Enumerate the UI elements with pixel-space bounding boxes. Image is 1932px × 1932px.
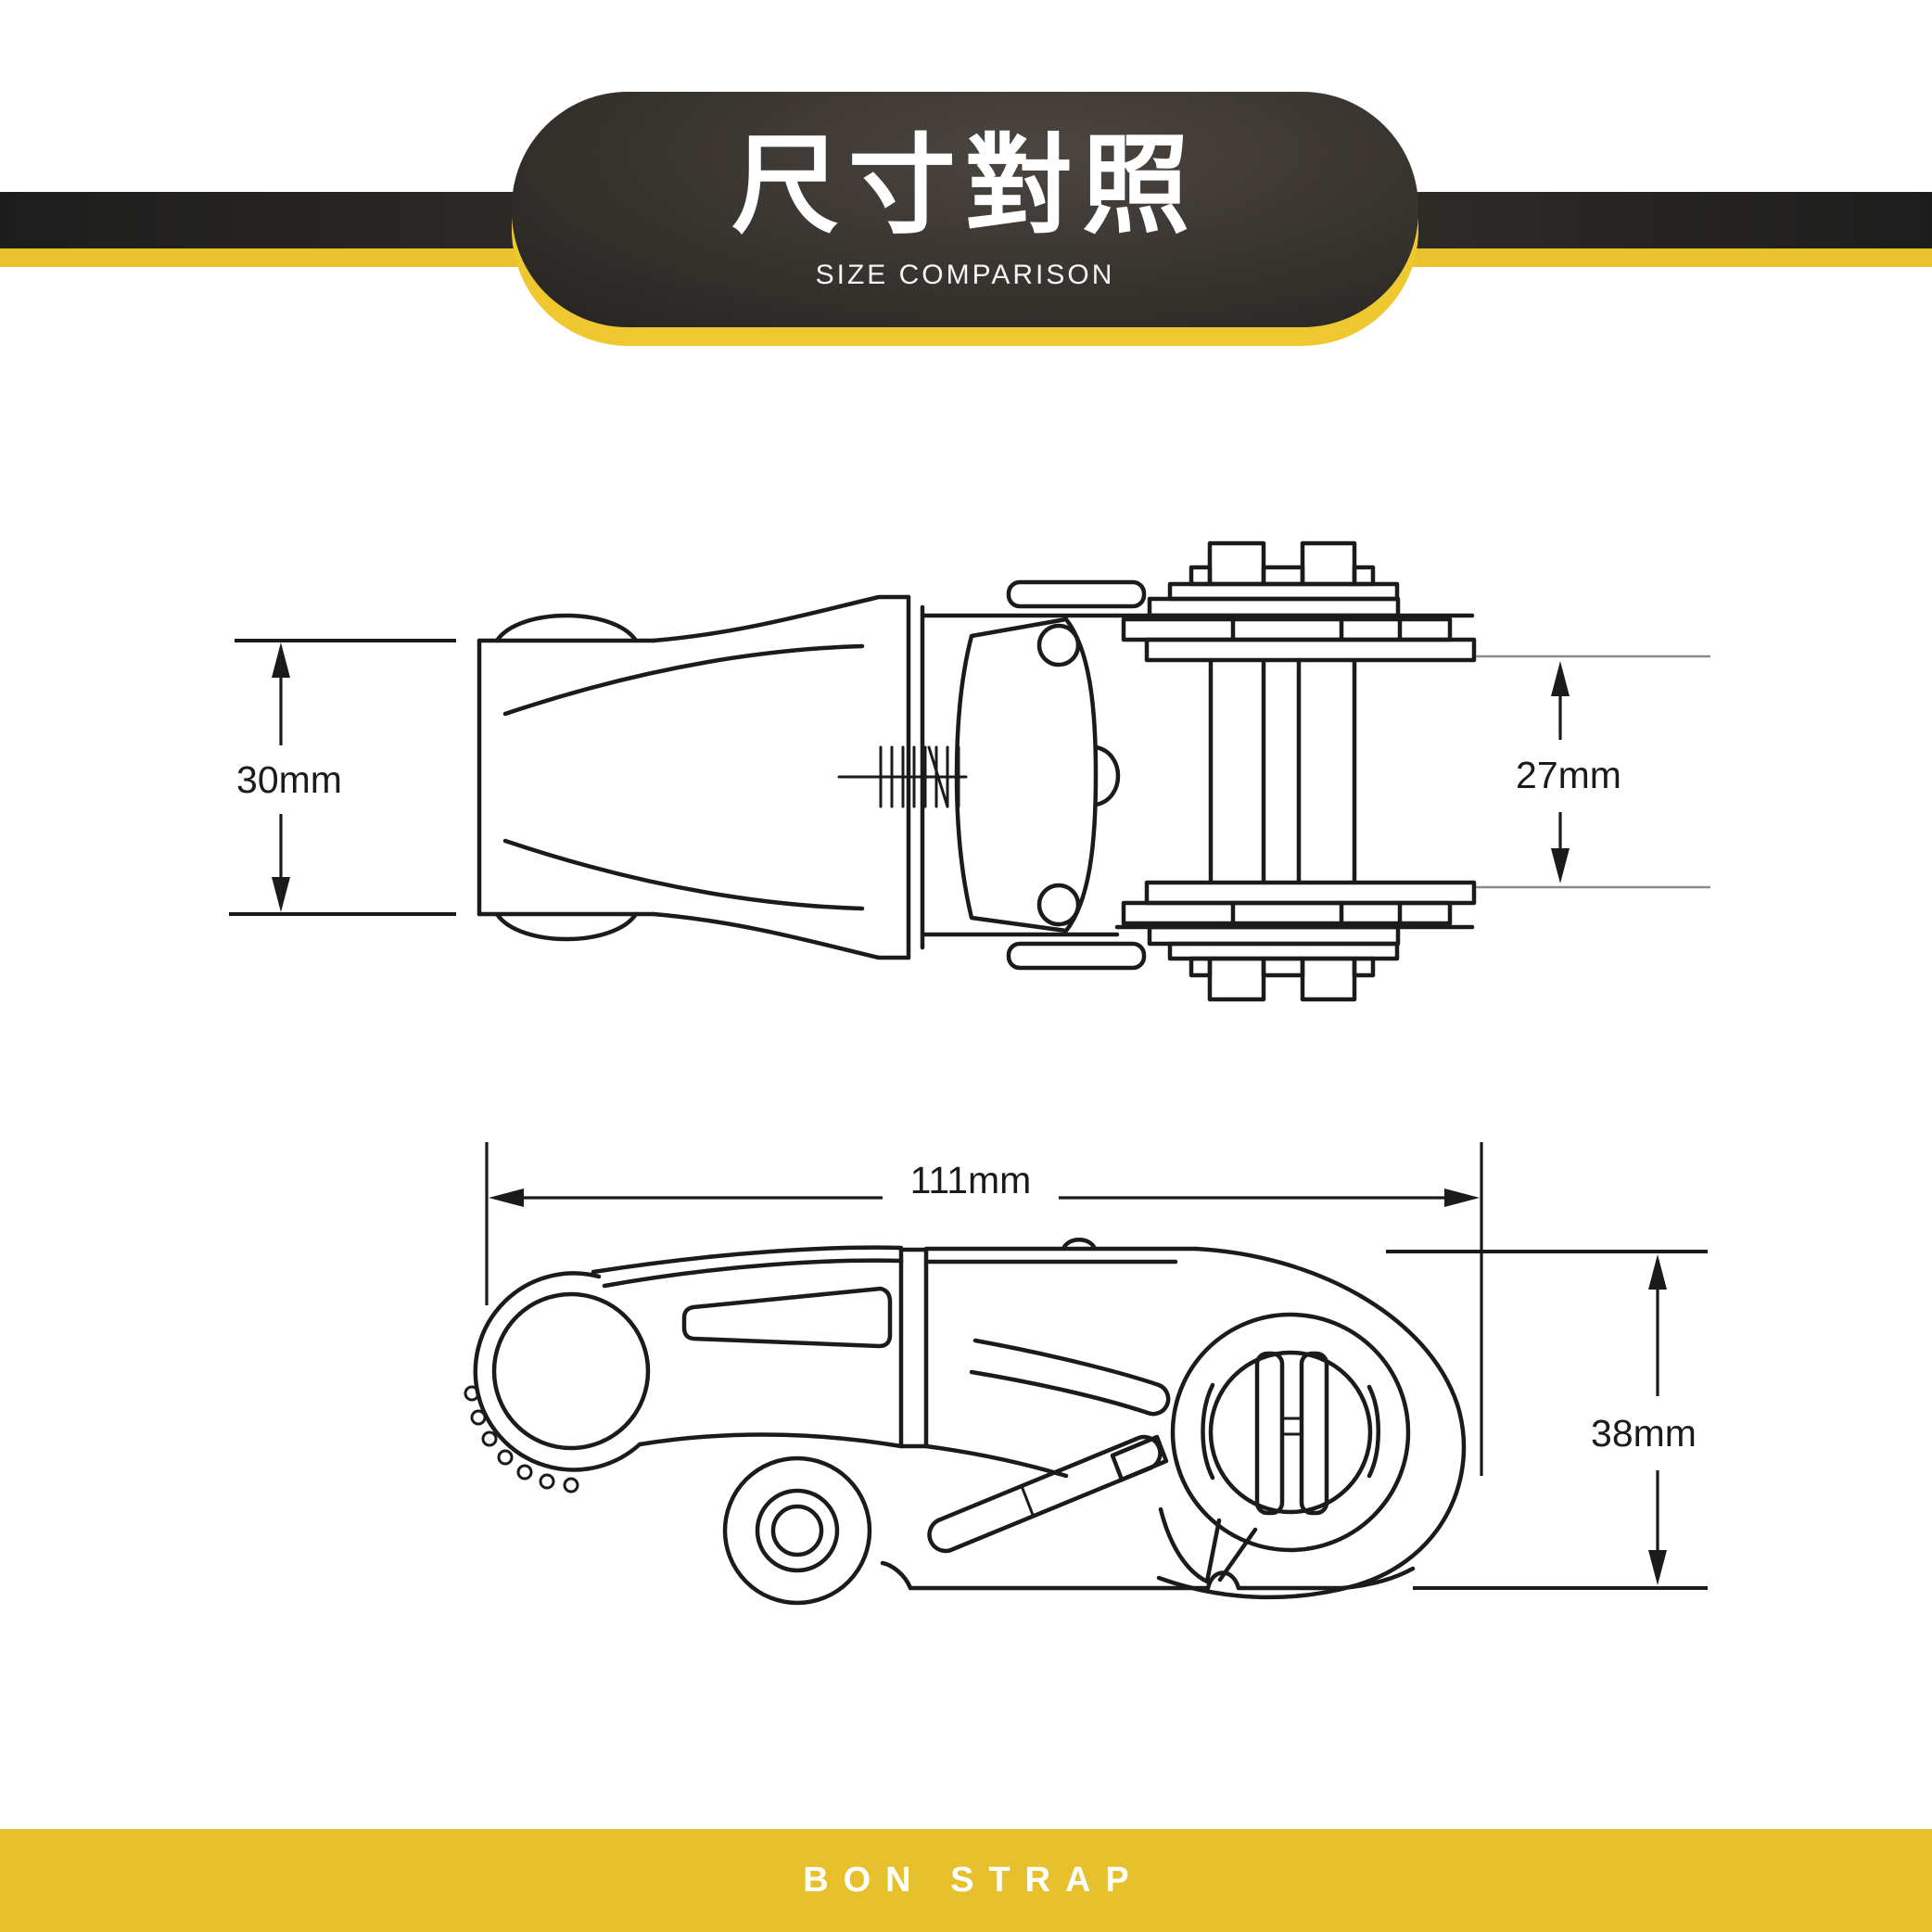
dimension-label-27mm: 27mm [1516, 754, 1621, 796]
dimension-27mm: 27mm [1516, 661, 1621, 883]
page-subtitle: SIZE COMPARISON [815, 260, 1115, 290]
dimension-label-30mm: 30mm [236, 758, 342, 801]
dimension-30mm: 30mm [229, 639, 456, 916]
dimension-label-38mm: 38mm [1591, 1412, 1697, 1455]
footer-band: BON STRAP [0, 1829, 1932, 1932]
dimension-111mm: 111mm [485, 1142, 1483, 1476]
header-banner: 尺寸對照 SIZE COMPARISON [512, 92, 1418, 327]
dimension-38mm: 38mm [1386, 1250, 1708, 1590]
brand-name: BON STRAP [803, 1861, 1144, 1900]
side-view-drawing [464, 1238, 1467, 1606]
top-view-drawing [477, 540, 1710, 1002]
dimension-label-111mm: 111mm [910, 1159, 1032, 1201]
page-title: 尺寸對照 [731, 125, 1199, 246]
